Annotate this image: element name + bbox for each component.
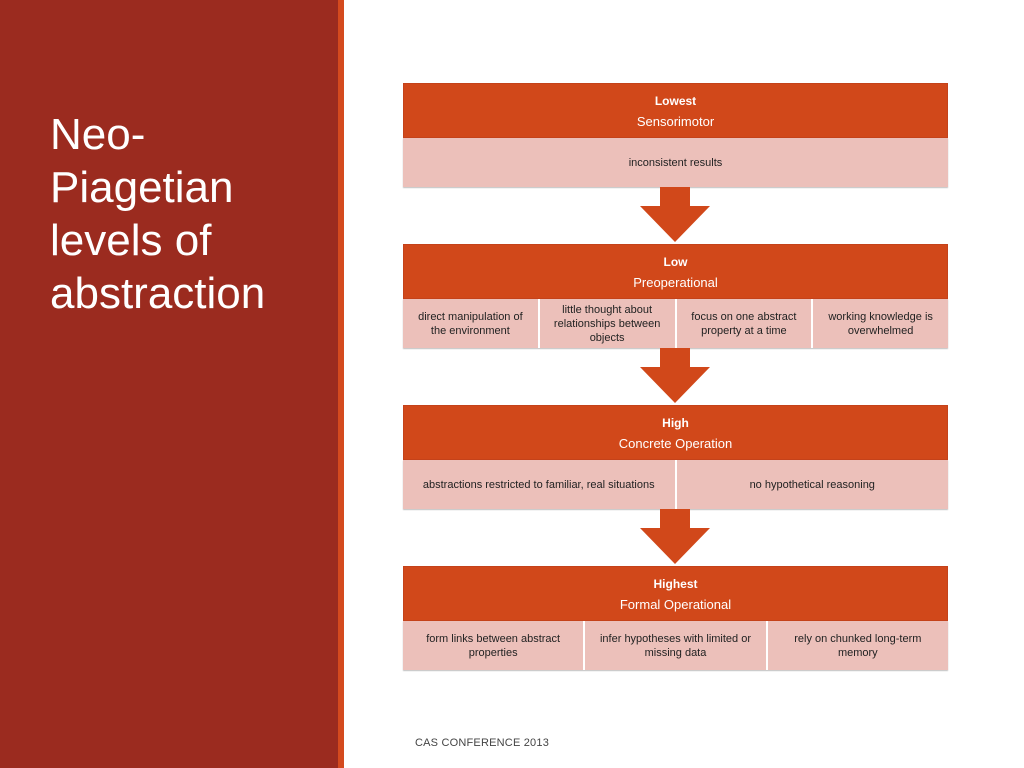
level-stage: Concrete Operation (618, 436, 733, 451)
level-name: Lowest (654, 94, 697, 108)
level-header: High Concrete Operation (403, 405, 948, 460)
down-arrow-icon (403, 187, 948, 244)
level-item: direct manipulation of the environment (403, 299, 540, 348)
level-items: direct manipulation of the environment l… (403, 299, 948, 348)
down-arrow-icon (403, 509, 948, 566)
level-items: inconsistent results (403, 138, 948, 187)
level-name: High (662, 416, 689, 430)
level-item: abstractions restricted to familiar, rea… (403, 460, 677, 509)
level-item: little thought about relationships betwe… (539, 299, 677, 348)
level-low: Low Preoperational direct manipulation o… (403, 244, 948, 348)
slide-title: Neo- Piagetian levels of abstraction (50, 110, 266, 318)
level-header: Highest Formal Operational (403, 566, 948, 621)
level-item: focus on one abstract property at a time (676, 299, 814, 348)
level-highest: Highest Formal Operational form links be… (403, 566, 948, 670)
level-high: High Concrete Operation abstractions res… (403, 405, 948, 509)
level-stage: Sensorimotor (636, 114, 715, 129)
footer-text: CAS CONFERENCE 2013 (415, 737, 550, 749)
level-item: rely on chunked long-term memory (767, 621, 948, 670)
level-stage: Formal Operational (619, 597, 732, 612)
sidebar-accent-stripe (338, 0, 344, 768)
level-items: abstractions restricted to familiar, rea… (403, 460, 948, 509)
level-item: inconsistent results (403, 138, 948, 187)
level-lowest: Lowest Sensorimotor inconsistent results (403, 83, 948, 187)
level-item: form links between abstract properties (403, 621, 586, 670)
level-stage: Preoperational (633, 275, 718, 290)
sidebar-panel (0, 0, 338, 768)
down-arrow-icon (403, 348, 948, 405)
level-items: form links between abstract properties i… (403, 621, 948, 670)
level-header: Lowest Sensorimotor (403, 83, 948, 138)
level-item: no hypothetical reasoning (676, 460, 948, 509)
level-name: Low (663, 255, 688, 269)
abstraction-levels-flow: Lowest Sensorimotor inconsistent results… (403, 83, 948, 670)
level-item: infer hypotheses with limited or missing… (585, 621, 768, 670)
level-item: working knowledge is overwhelmed (813, 299, 948, 348)
level-header: Low Preoperational (403, 244, 948, 299)
level-name: Highest (653, 577, 698, 591)
